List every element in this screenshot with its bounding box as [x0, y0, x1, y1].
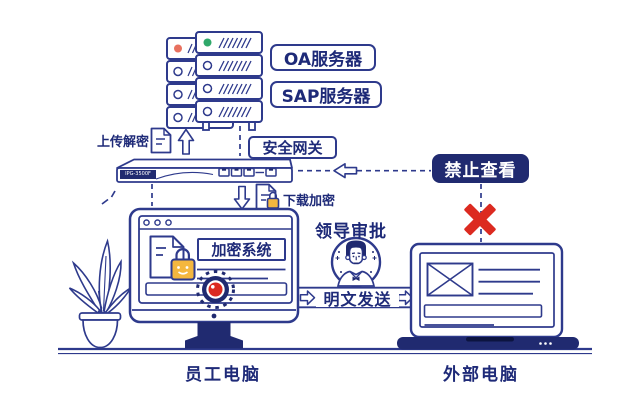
red-x-icon [464, 203, 496, 236]
left-arrow-icon [333, 163, 358, 179]
envelope-icon [426, 262, 474, 297]
external-pc-caption: 外部电脑 [443, 365, 519, 385]
gateway-model-text: IPG-3500F [120, 170, 156, 179]
send-arrow-left-icon [299, 290, 316, 306]
upload-decrypt-label: 上传解密 [97, 135, 150, 150]
oa-server-label: OA服务器 [270, 44, 376, 71]
status-led-green [203, 38, 212, 47]
download-encrypt-label: 下载加密 [283, 194, 336, 209]
send-arrow-right-icon [397, 290, 414, 306]
monitor-stand [185, 322, 243, 349]
plaintext-send-label: 明文发送 [316, 289, 399, 309]
up-arrow-icon [177, 128, 195, 155]
doc-lock-icon [149, 235, 196, 281]
status-led-red [174, 44, 182, 53]
monitor-icon [101, 190, 300, 349]
gateway-device-icon [116, 158, 293, 183]
upload-doc-icon [150, 127, 172, 154]
employee-pc-caption: 员工电脑 [185, 365, 261, 385]
encryption-system-label: 加密系统 [197, 238, 286, 261]
approver-avatar [330, 236, 382, 288]
floor-line [58, 347, 592, 355]
download-doc-lock-icon [255, 183, 280, 211]
sparkle-icon [101, 190, 116, 205]
laptop-base [397, 337, 579, 350]
server-rack-icon [166, 31, 263, 131]
gateway-label: 安全网关 [248, 136, 337, 159]
power-dot [211, 313, 217, 319]
sap-server-label: SAP服务器 [270, 81, 382, 108]
forbidden-view-badge: 禁止查看 [432, 154, 529, 183]
record-target-icon [196, 270, 235, 309]
window-control-dots [143, 219, 172, 226]
down-arrow-icon [233, 185, 251, 210]
plant-icon [68, 238, 133, 349]
leader-approval-label: 领导审批 [315, 222, 387, 242]
browser-window [138, 215, 293, 309]
laptop-icon [397, 242, 579, 350]
transfer-beam [298, 286, 411, 309]
